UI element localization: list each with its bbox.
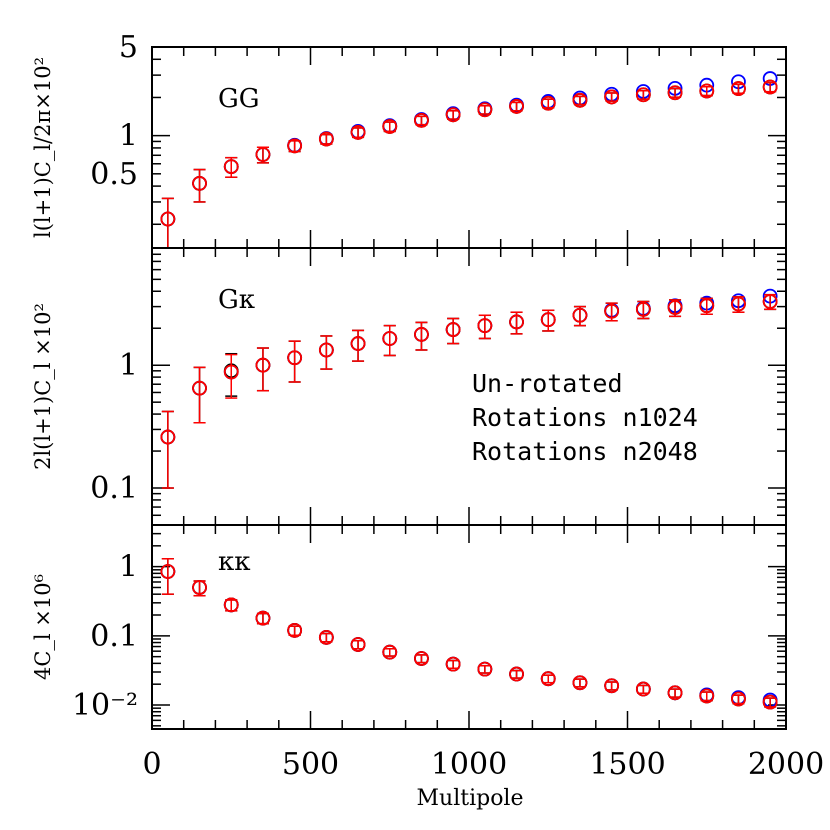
data-point [382,644,398,660]
legend-entry-n2048: Rotations n2048 [472,437,698,466]
series-rotations-n2048 [160,293,778,489]
data-point [350,336,366,351]
data-point [382,119,398,134]
data-point [762,294,778,309]
data-point [572,307,588,323]
data-point [540,95,556,111]
data-point [762,694,778,710]
data-point [350,637,366,652]
data-point [635,681,651,697]
panels-group: 510.5GGl(l+1)C_l/2π×10²10.1Gκ2l(l+1)C_l … [31,30,787,730]
y-axis-title-GG: l(l+1)C_l/2π×10² [31,57,55,238]
data-point [318,131,334,147]
data-point [192,176,207,191]
data-point [223,597,239,613]
data-point [477,661,493,677]
data-point [604,678,620,694]
y-tick-label: 1 [119,119,138,154]
y-tick-label: 0.1 [90,471,138,506]
data-point [667,685,683,701]
y-axis-title-Gk: 2l(l+1)C_l ×10² [31,303,55,470]
data-point [477,318,493,334]
data-point [414,651,429,666]
y-tick-label: 5 [119,30,138,65]
data-point [667,85,683,101]
y-tick-label: 1 [119,348,138,383]
data-point [445,656,461,672]
series-rotations-n2048 [160,79,778,249]
panel-kk: 1 0.1 10⁻² κκ 4C_l ×10⁶ [31,524,787,730]
data-point [509,99,524,114]
series-rotations-n1024 [160,564,778,708]
x-tick-label: 500 [282,747,339,782]
data-point [731,81,746,96]
series-rotations-n2048 [160,558,778,710]
data-point [192,580,207,595]
data-point [540,671,556,687]
legend: Un-rotated Rotations n1024 Rotations n20… [472,369,698,466]
data-point [572,92,588,108]
panel-frame-GG [151,46,787,249]
data-point [509,666,524,682]
data-point [255,610,271,626]
data-point [731,691,746,707]
data-point [635,87,651,103]
data-point [160,429,176,445]
x-axis-title: Multipole [417,786,524,811]
data-point [255,357,271,373]
x-tick-label: 2000 [748,747,824,782]
series-un-rotated [160,558,778,710]
data-point [318,629,334,645]
data-point [572,675,588,691]
panel-label-GG: GG [218,84,260,114]
data-point [287,622,303,638]
data-point [477,102,493,118]
data-point [731,296,746,312]
data-point [223,159,239,174]
data-point [699,83,715,99]
panel-label-Gk: Gκ [218,285,255,315]
data-point [414,327,429,342]
data-point [699,298,715,314]
data-point [540,312,556,328]
data-point [160,211,176,227]
data-point [699,688,715,704]
x-tick-label: 1000 [431,747,507,782]
y-tick-label: 10⁻² [72,688,138,723]
data-point [255,147,271,162]
data-point [509,314,524,330]
data-point [382,331,398,346]
panel-label-kk: κκ [218,547,251,577]
data-point [350,125,366,140]
data-point [414,112,429,128]
data-point [667,300,683,315]
panel-GG: 5 10.5 GG l(l+1)C_l/2π×10² [31,30,787,249]
legend-entry-n1024: Rotations n1024 [472,403,698,432]
data-point [445,322,461,337]
data-point [318,342,334,358]
x-tick-label: 0 [142,747,161,782]
data-point [160,564,176,579]
y-tick-label: 1 [119,550,138,585]
data-point [192,380,207,396]
panel-Gk: 1 0.1 Gκ 2l(l+1)C_l ×10² [31,247,787,526]
data-point [287,138,303,154]
data-point [604,89,620,105]
data-point [762,79,778,95]
y-tick-label: 0.5 [90,157,138,192]
y-axis-title-kk: 4C_l ×10⁶ [31,574,55,680]
data-point [223,364,239,380]
data-point [635,301,651,317]
y-tick-label: 0.1 [90,619,138,654]
data-point [604,303,620,319]
legend-entry-unrotated: Un-rotated [472,369,623,398]
x-tick-label: 1500 [589,747,665,782]
shared-x-axis: 0 500 1000 1500 2000 [142,747,824,782]
data-point [287,350,303,366]
data-point [445,107,461,123]
